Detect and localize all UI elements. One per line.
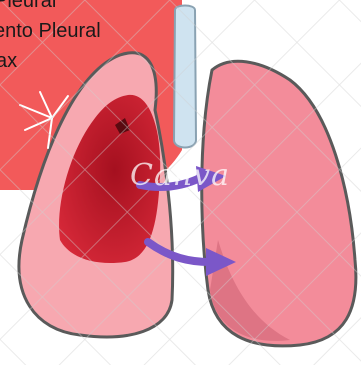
label-line-1: Pleural	[0, 0, 170, 16]
label-line-2: ento Pleural	[0, 16, 170, 46]
label-block: Pleural ento Pleural ax	[0, 0, 170, 76]
label-line-3: ax	[0, 46, 170, 76]
watermark-text: Canva	[130, 158, 230, 193]
